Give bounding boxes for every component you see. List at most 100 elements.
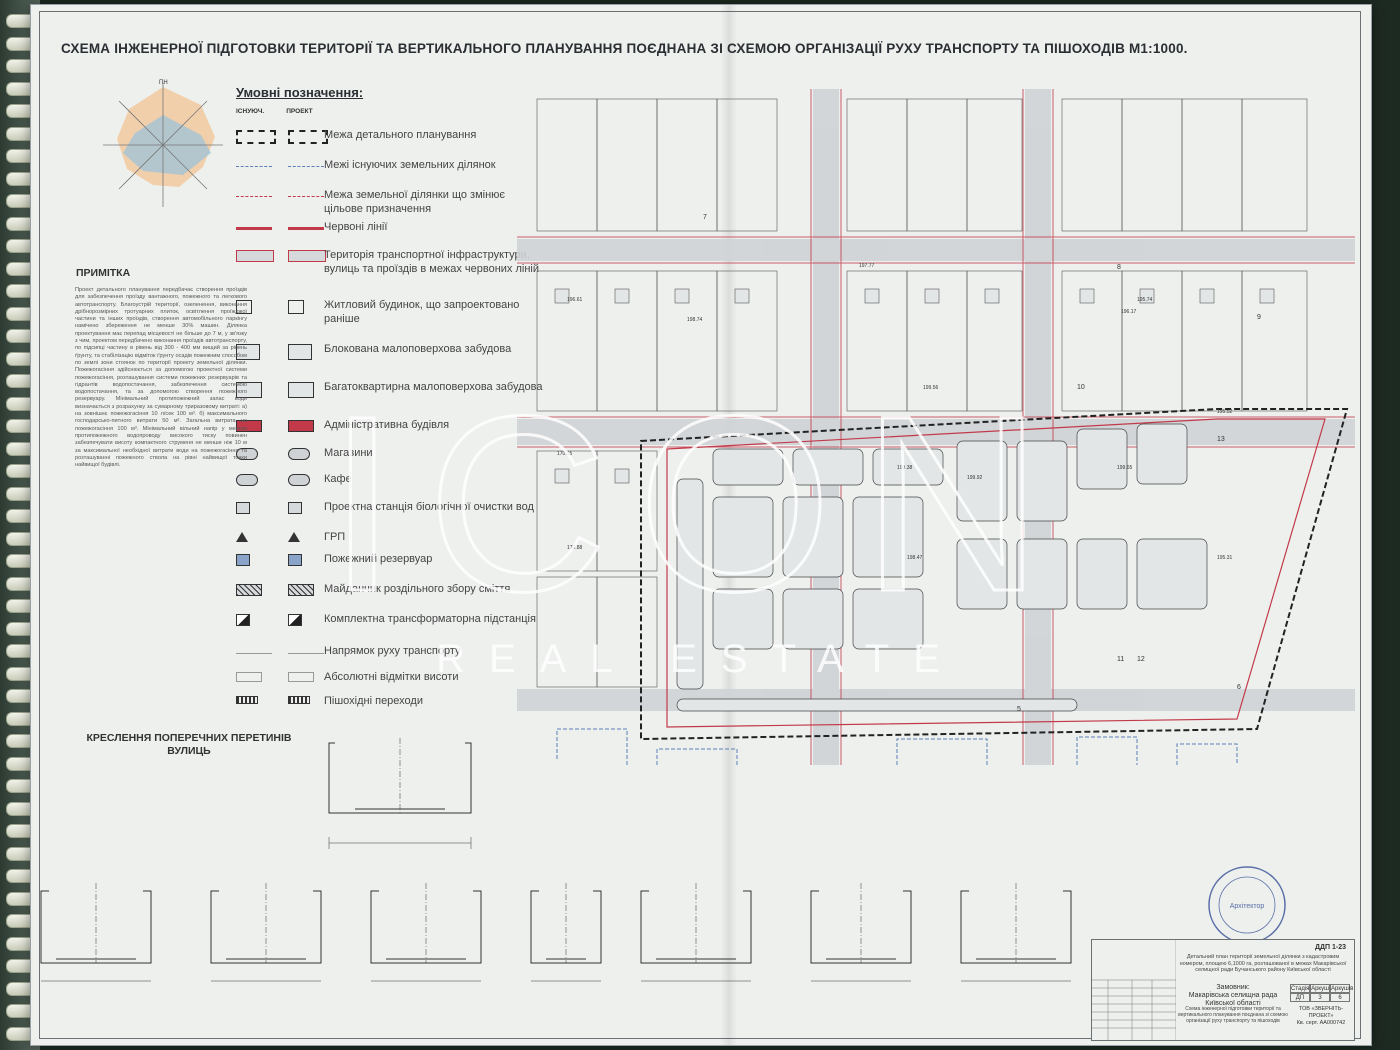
legend-symbol-project [288, 344, 312, 360]
parcel [906, 98, 968, 232]
elevation-label: 199.65 [1117, 465, 1133, 471]
existing-house [554, 468, 570, 484]
legend-symbol-project [288, 696, 310, 704]
legend-symbol-existing [236, 584, 262, 596]
note-title: ПРИМІТКА [76, 267, 131, 279]
seal-stamp: Архітектор [1208, 866, 1286, 944]
legend-label: Житловий будинок, що запроектовано раніш… [324, 299, 520, 325]
legend-symbol-existing [236, 130, 276, 144]
organization: ТОВ «ЗВЕРНІТЬ-ПРОЕКТ» Кв. серт. АА000742 [1290, 1006, 1352, 1027]
street-section [810, 883, 912, 982]
legend-symbol-existing [236, 227, 272, 230]
legend-label: Адміністративна будівля [324, 419, 450, 431]
legend-label: Напрямок руху транспорту [324, 645, 461, 657]
organization-name: ТОВ «ЗВЕРНІТЬ-ПРОЕКТ» [1298, 1006, 1344, 1019]
project-building [792, 448, 864, 486]
street-section [960, 883, 1072, 982]
elevation-label: 196.61 [567, 297, 583, 303]
legend-symbol-project [288, 584, 314, 596]
existing-house [864, 288, 880, 304]
stamp-text: Архітектор [1230, 902, 1265, 910]
existing-house [924, 288, 940, 304]
legend-title: Умовні позначення: [236, 85, 364, 100]
elevation-label: 195.74 [1137, 297, 1153, 303]
project-building [1076, 428, 1128, 490]
project-building [1016, 538, 1068, 610]
stage-label: Стадія [1290, 984, 1310, 993]
client-label: Замовник: [1216, 984, 1250, 991]
title-block-grid [1092, 940, 1176, 1040]
project-building [676, 478, 704, 690]
parcel [966, 270, 1023, 412]
sections-title: КРЕСЛЕННЯ ПОПЕРЕЧНИХ ПЕРЕТИНІВ ВУЛИЦЬ [86, 732, 292, 757]
elevation-label: 170.88 [567, 545, 583, 551]
legend-label: Межа детального планування [324, 129, 477, 141]
road-vertical-2 [1025, 89, 1051, 765]
street-section [210, 883, 322, 982]
legend-col-existing: ІСНУЮЧ. [236, 108, 265, 115]
legend-label: Багатоквартирна малоповерхова забудова [324, 381, 543, 393]
parcel [596, 98, 658, 232]
elevation-label: 170.15 [557, 451, 573, 457]
parcel [716, 98, 778, 232]
legend-symbol-project [288, 166, 324, 167]
block-number-label: 9 [1257, 314, 1261, 321]
road-vertical-1 [813, 89, 839, 765]
legend-column-headers: ІСНУЮЧ. ПРОЕКТ [236, 108, 335, 115]
parcel [846, 98, 908, 232]
existing-house [1139, 288, 1155, 304]
parcel [536, 576, 598, 688]
project-building [852, 588, 924, 650]
legend-col-project: ПРОЕКТ [286, 108, 313, 115]
legend-label: Територія транспортної інфраструктури, в… [324, 249, 540, 275]
legend-symbol-project [288, 300, 304, 314]
legend-symbol-project [288, 130, 328, 144]
sheet-cells: Стадія Аркуш Аркушів ДП 3 6 [1290, 984, 1353, 1002]
existing-house [734, 288, 750, 304]
title-block: ДДП 1-23 Детальний план території земель… [1091, 939, 1355, 1041]
legend-label: Майданчик роздільного збору сміття [324, 583, 511, 595]
existing-house [614, 468, 630, 484]
parcel [596, 450, 658, 572]
legend-symbol-existing [236, 250, 274, 262]
legend-symbol-project [288, 502, 302, 514]
parcel [1181, 98, 1243, 232]
legend-symbol-project [288, 614, 302, 626]
legend-symbol-existing [236, 672, 262, 682]
street-section-1 [328, 738, 472, 849]
binding-spiral [6, 0, 42, 1050]
elevation-label: 197.77 [859, 263, 875, 269]
legend-symbol-existing [236, 300, 252, 314]
project-building [956, 538, 1008, 610]
existing-house [554, 288, 570, 304]
project-building [1016, 440, 1068, 522]
wind-rose-icon: ПН [103, 80, 223, 207]
existing-house [1079, 288, 1095, 304]
legend-symbol-existing [236, 653, 272, 654]
legend-label: Магазини [324, 447, 373, 459]
legend-label: Абсолютні відмітки висоти [324, 671, 459, 683]
project-building [1136, 423, 1188, 485]
compass-north-label: ПН [159, 80, 168, 86]
legend-symbol-existing [236, 344, 260, 360]
stage-value: ДП [1290, 993, 1310, 1002]
sheets-value: 6 [1330, 993, 1350, 1002]
legend-label: Межа земельної ділянки що змінює цільове… [324, 189, 506, 215]
elevation-label: 198.74 [687, 317, 703, 323]
legend-symbol-existing [236, 166, 272, 167]
legend-symbol-project [288, 554, 302, 566]
existing-house [1199, 288, 1215, 304]
project-building [1076, 538, 1128, 610]
existing-house [674, 288, 690, 304]
legend-label: Кафе [324, 473, 352, 485]
block-number-label: 12 [1137, 656, 1145, 663]
street-section [370, 883, 482, 982]
sheet-value: 3 [1310, 993, 1330, 1002]
legend-symbol-existing [236, 532, 248, 542]
elevation-label: 195.31 [1217, 555, 1233, 561]
parcel [1061, 98, 1123, 232]
existing-house [614, 288, 630, 304]
legend-symbol-existing [236, 382, 262, 398]
parcel [716, 270, 778, 412]
legend-symbol-project [288, 420, 314, 432]
